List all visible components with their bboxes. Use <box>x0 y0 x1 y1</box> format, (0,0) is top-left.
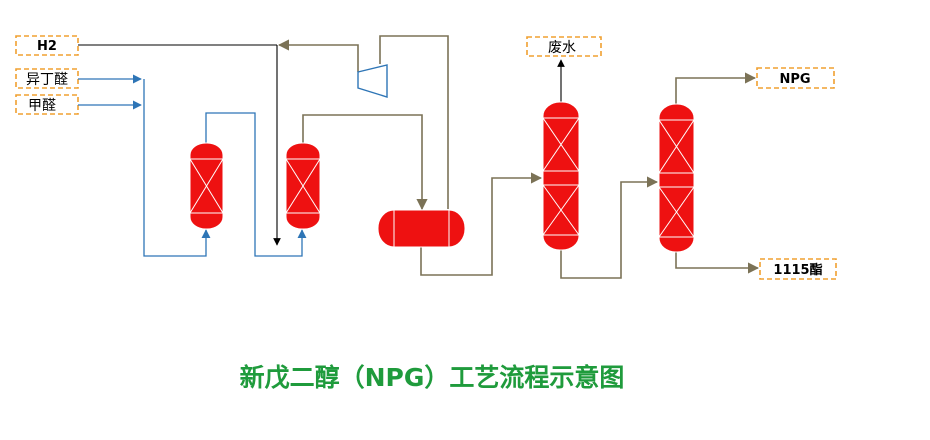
stream-formaldehyde-label: 甲醛 <box>28 98 56 114</box>
stream-isobutyraldehyde: 异丁醛 <box>15 68 79 89</box>
stream-npg: NPG <box>756 67 835 89</box>
stream-ester: 1115酯 <box>759 258 837 280</box>
ester-product-line <box>675 250 760 274</box>
stream-npg-label: NPG <box>779 72 810 87</box>
reactor2-to-separator-line <box>302 114 428 211</box>
column-1 <box>542 101 580 251</box>
compressor <box>357 64 388 98</box>
column-2 <box>658 103 695 253</box>
compressor-recycle-line <box>277 39 359 72</box>
stream-h2-label: H2 <box>37 39 57 54</box>
column1-bottom-line <box>560 176 659 279</box>
stream-ester-label: 1115酯 <box>773 262 822 278</box>
reactor-2 <box>285 142 321 230</box>
stream-wastewater-label: 废水 <box>548 40 576 56</box>
separator-drum <box>377 209 466 248</box>
stream-h2: H2 <box>15 35 79 56</box>
reactor1-feed-line <box>143 79 211 257</box>
reactor1-overhead-line <box>205 112 307 257</box>
npg-product-line <box>675 72 757 105</box>
stream-isobutyraldehyde-label: 异丁醛 <box>26 72 68 88</box>
stream-formaldehyde: 甲醛 <box>15 94 79 115</box>
separator-to-column1-line <box>420 172 543 276</box>
stream-wastewater: 废水 <box>526 36 602 57</box>
reactor-1 <box>189 142 224 230</box>
separator-recycle-line <box>379 35 449 209</box>
diagram-title: 新戊二醇（NPG）工艺流程示意图 <box>240 363 625 392</box>
